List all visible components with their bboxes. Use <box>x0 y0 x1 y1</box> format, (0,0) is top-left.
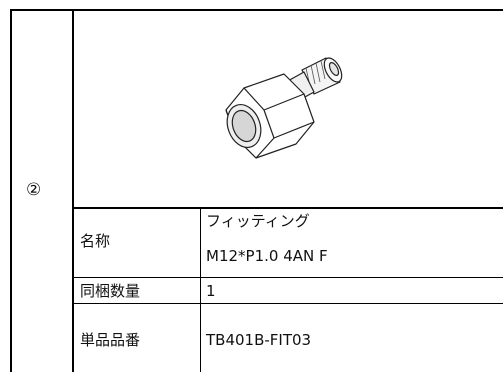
table-border-top <box>10 9 503 11</box>
table-divider-row-name <box>72 277 503 278</box>
name-value-line1: フィッティング <box>206 212 310 230</box>
fitting-illustration-icon <box>224 57 342 159</box>
name-label: 名称 <box>80 232 111 250</box>
table-border-left <box>10 9 12 372</box>
row-index: ② <box>26 180 42 200</box>
table-divider-row-quantity <box>72 303 503 304</box>
part-number-value: TB401B-FIT03 <box>206 331 312 349</box>
table-divider-image-bottom <box>72 207 503 209</box>
quantity-label: 同梱数量 <box>80 282 141 300</box>
part-number-label: 単品品番 <box>80 331 141 349</box>
table-divider-index <box>72 9 74 372</box>
product-image-cell <box>74 9 503 207</box>
quantity-value: 1 <box>206 282 216 300</box>
name-value-line2: M12*P1.0 4AN F <box>206 247 328 265</box>
parts-table: ② <box>10 9 503 372</box>
table-divider-label-column <box>200 207 201 372</box>
